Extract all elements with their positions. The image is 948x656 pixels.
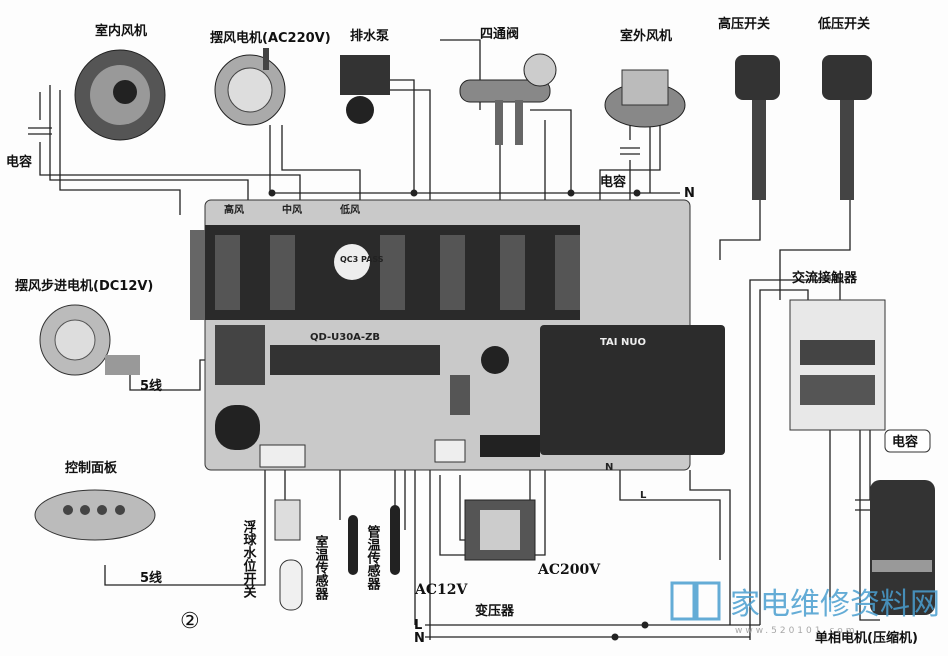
capacitor-left-label: 电容 xyxy=(6,154,32,170)
control-panel-image xyxy=(34,489,156,541)
float-switch-image xyxy=(274,499,303,611)
drain-pump-label: 排水泵 xyxy=(350,28,389,44)
swing-motor-image xyxy=(214,48,286,126)
watermark-url: www.520101.com xyxy=(735,626,858,636)
pipe-sensor-label: 管温传感器 xyxy=(365,524,382,591)
n-bus-label: N xyxy=(684,186,695,201)
compressor-label: 单相电机(压缩机) xyxy=(815,630,918,646)
capacitor-compressor-label: 电容 xyxy=(892,434,918,450)
transformer-label: 变压器 xyxy=(475,603,515,619)
indoor-fan-label: 室内风机 xyxy=(95,23,147,39)
ac-contactor-label: 交流接触器 xyxy=(792,270,858,286)
ac-contactor-image xyxy=(789,299,886,431)
room-sensor-image xyxy=(348,515,358,575)
ac12v-label: AC12V xyxy=(414,582,468,598)
ac200v-label: AC200V xyxy=(537,562,601,578)
board-model-label: QD-U30A-ZB xyxy=(310,332,380,343)
drain-pump-image xyxy=(340,55,390,124)
pipe-sensor-image xyxy=(390,505,400,575)
four-way-valve-label: 四通阀 xyxy=(480,26,519,42)
figure-number: ② xyxy=(180,609,200,634)
panel-wires-label: 5线 xyxy=(140,570,162,586)
board-low-speed-label: 低风 xyxy=(339,203,360,216)
line-l-label: L xyxy=(414,618,422,633)
swing-motor-label: 摆风电机(AC220V) xyxy=(210,30,331,46)
float-switch-label: 浮球水位开关 xyxy=(241,519,257,599)
watermark-logo: 家电维修资料网 www.520101.com xyxy=(670,581,940,636)
indoor-fan-image xyxy=(74,49,166,141)
compressor-image xyxy=(870,480,935,615)
room-sensor-label: 室温传感器 xyxy=(313,534,330,601)
capacitor-outdoor-label: 电容 xyxy=(600,174,626,190)
stepper-motor-image xyxy=(39,304,140,376)
low-pressure-switch-image xyxy=(822,55,872,200)
four-way-valve-image xyxy=(459,53,557,145)
stepper-motor-label: 摆风步进电机(DC12V) xyxy=(15,278,153,294)
outdoor-fan-label: 室外风机 xyxy=(620,28,672,44)
board-n-label: N xyxy=(605,462,613,473)
low-pressure-switch-label: 低压开关 xyxy=(817,16,870,32)
board-high-speed-label: 高风 xyxy=(224,203,244,216)
watermark-text: 家电维修资料网 xyxy=(730,587,940,622)
transformer-image xyxy=(464,499,536,561)
control-board xyxy=(190,199,725,471)
qc-sticker: QC3 PASS xyxy=(340,255,384,264)
control-panel-label: 控制面板 xyxy=(65,460,118,476)
board-l-label: L xyxy=(640,490,647,501)
high-pressure-switch-image xyxy=(735,55,780,200)
outdoor-fan-image xyxy=(604,69,686,128)
high-pressure-switch-label: 高压开关 xyxy=(718,16,770,32)
stepper-wires-label: 5线 xyxy=(140,378,162,394)
line-n-label: N xyxy=(414,631,425,646)
relay-brand-label: TAI NUO xyxy=(600,337,646,348)
board-mid-speed-label: 中风 xyxy=(282,203,302,216)
